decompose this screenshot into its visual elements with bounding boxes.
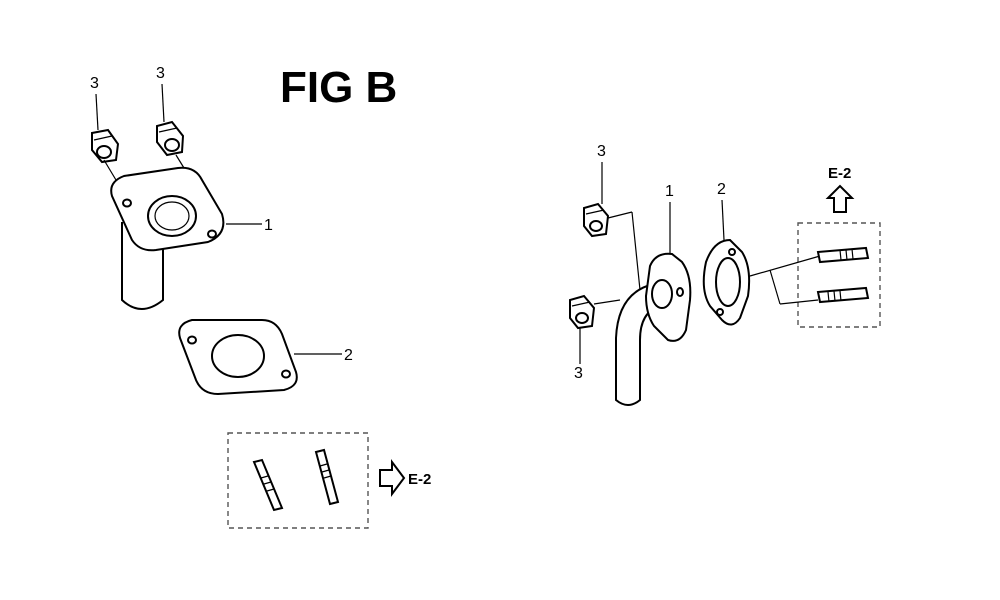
left-stud-2 [314,448,340,506]
right-gasket [702,238,751,326]
leader-right-nut-bottom-axis [593,299,621,305]
callout-right-gasket: 2 [717,181,726,198]
right-flange-nut-bottom [569,294,596,330]
left-gasket [178,319,298,396]
leader-right-stud-2-b [779,299,819,305]
leader-left-nut-a [95,93,99,131]
callout-right-nut-bottom: 3 [574,365,583,382]
leader-right-gasket [721,199,725,241]
left-studs-reference-box [227,432,369,529]
right-stud-1 [816,246,870,264]
right-flange-nut-top [583,202,610,238]
callout-left-nut-a: 3 [90,75,99,92]
right-reference-arrow-icon [825,184,855,213]
right-water-elbow [615,252,692,406]
leader-right-nut-top-axis [607,211,633,219]
left-reference-arrow-icon [379,459,406,497]
figure-title: FIG B [280,63,397,112]
callout-right-nut-top: 3 [597,143,606,160]
leader-right-elbow-axis [631,211,641,291]
leader-left-nut-b [161,83,165,123]
left-flange-nut-a [91,128,120,164]
leader-right-stud-1 [749,255,821,277]
left-studs-reference: E-2 [408,471,431,488]
callout-right-elbow: 1 [665,183,674,200]
left-flange-nut-b [156,120,185,157]
right-stud-2 [816,286,870,304]
leader-right-stud-2-a [769,269,781,305]
left-water-elbow [103,154,225,310]
right-studs-reference-box [797,222,881,328]
callout-left-elbow: 1 [264,217,273,234]
left-stud-1 [252,458,284,512]
right-studs-reference: E-2 [828,165,851,182]
callout-left-gasket: 2 [344,347,353,364]
callout-left-nut-b: 3 [156,65,165,82]
